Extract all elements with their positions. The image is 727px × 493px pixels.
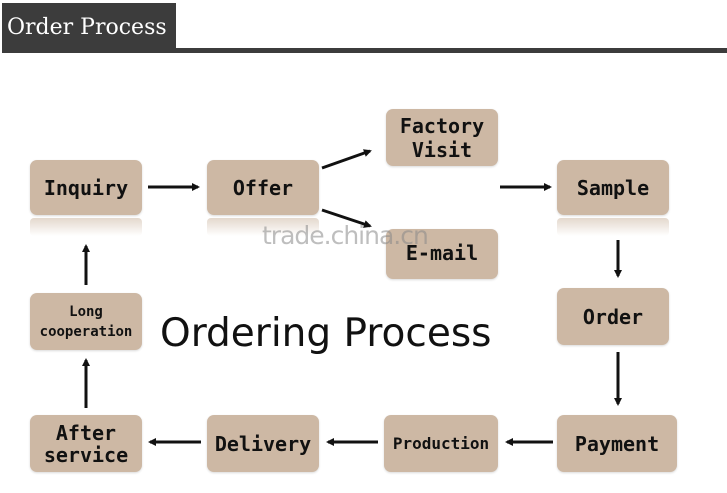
node-delivery: Delivery xyxy=(207,415,319,472)
node-payment: Payment xyxy=(557,415,677,472)
arrow-offer-to-e-mail xyxy=(321,208,372,228)
node-offer: Offer xyxy=(207,160,319,215)
arrow-offer-to-factory-visit xyxy=(321,149,372,170)
node-order-label: Order xyxy=(582,304,644,329)
node-inquiry-label: Inquiry xyxy=(43,175,129,200)
node-after-service-label: After service xyxy=(43,420,129,467)
header-bar: Order Process xyxy=(0,0,727,56)
node-production-label: Production xyxy=(392,434,490,453)
node-production: Production xyxy=(384,415,498,472)
node-factory-visit-label: Factory Visit xyxy=(399,113,485,162)
diagram-title: Ordering Process xyxy=(160,311,492,356)
node-payment-label: Payment xyxy=(574,431,660,456)
node-sample: Sample xyxy=(557,160,669,215)
node-e-mail: E-mail xyxy=(386,229,498,279)
node-order: Order xyxy=(557,288,669,345)
node-sample-label: Sample xyxy=(576,175,650,200)
node-after-service: After service xyxy=(30,415,142,472)
node-offer-label: Offer xyxy=(232,175,294,200)
node-long-cooperation: Long cooperation xyxy=(30,293,142,350)
node-long-cooperation-label: Long cooperation xyxy=(39,303,133,340)
node-factory-visit: Factory Visit xyxy=(386,109,498,166)
sample-reflection xyxy=(557,218,669,236)
offer-reflection xyxy=(207,218,319,236)
node-delivery-label: Delivery xyxy=(214,431,312,456)
watermark: trade.china.cn xyxy=(262,221,429,250)
node-inquiry: Inquiry xyxy=(30,160,142,215)
page-title: Order Process xyxy=(2,3,176,53)
node-e-mail-label: E-mail xyxy=(405,241,479,265)
header-divider xyxy=(176,48,727,53)
inquiry-reflection xyxy=(30,218,142,236)
